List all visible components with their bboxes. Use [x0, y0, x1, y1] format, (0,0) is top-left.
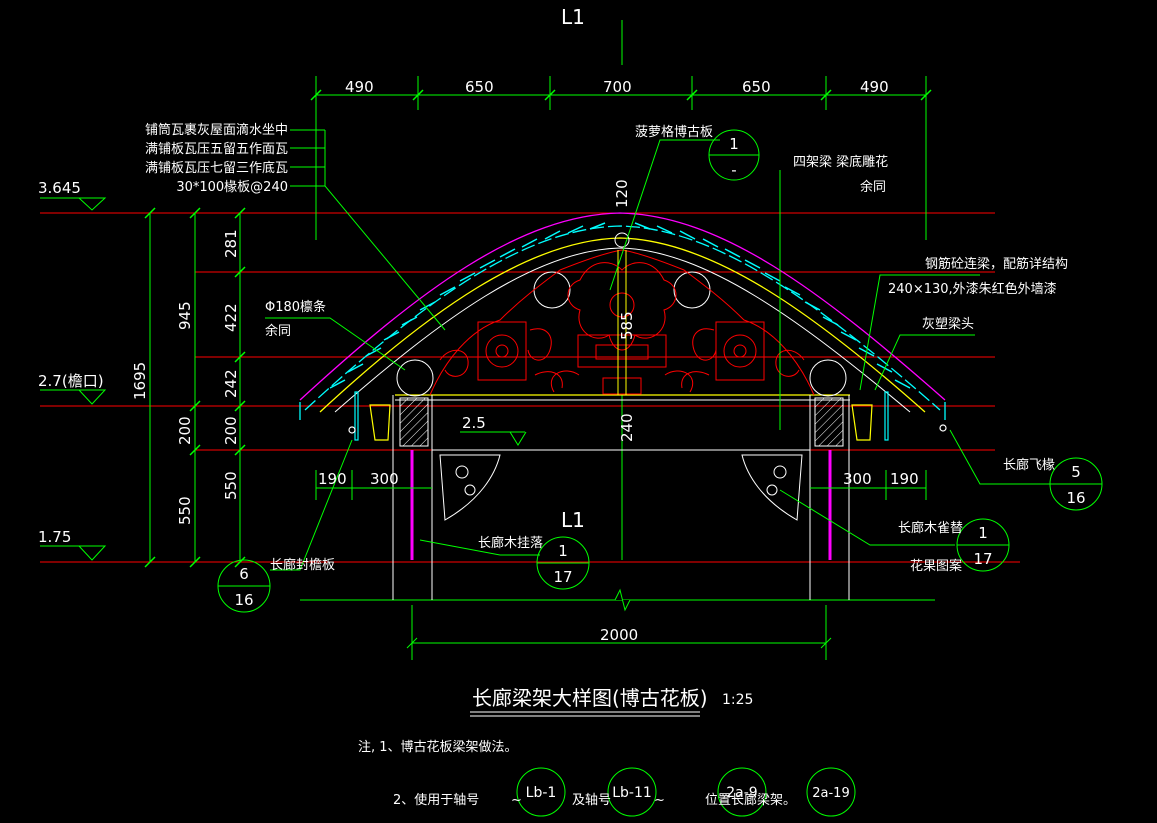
- dim-945: 945: [176, 301, 194, 330]
- leader-lines: [265, 129, 1060, 571]
- ref3-top: 6: [239, 565, 249, 583]
- ref5-top: 1: [978, 524, 988, 542]
- roof-note-1: 铺筒瓦裹灰屋面滴水坐中: [145, 122, 288, 138]
- ref1-top: 1: [729, 135, 739, 153]
- drawing-title: 长廊梁架大样图(博古花板): [472, 686, 708, 710]
- label-fengyan: 长廊封檐板: [270, 557, 335, 573]
- dim-281: 281: [222, 229, 240, 258]
- label-guaxuo: 长廊木挂落: [478, 535, 543, 551]
- axis-bubble-3: 2a-9: [726, 785, 757, 801]
- side-dim-left-a: 190: [318, 470, 347, 488]
- label-huisu: 灰塑梁头: [922, 317, 974, 332]
- note-tilde-1: ~: [511, 793, 522, 808]
- label-gangjin-2: 240×130,外漆朱红色外墙漆: [888, 281, 1057, 297]
- label-sijialiang: 四架梁 梁底雕花: [793, 154, 888, 170]
- ref1-bottom: -: [731, 161, 736, 179]
- top-dim-4: 650: [742, 78, 771, 96]
- axis-bubble-1: Lb-1: [526, 785, 557, 801]
- king-post: [617, 250, 627, 395]
- axis-bubble-2: Lb-11: [612, 785, 652, 801]
- side-dims: [315, 470, 927, 660]
- dim-1695: 1695: [131, 362, 149, 400]
- center-dim-120: 120: [613, 179, 631, 208]
- ref4-top: 1: [558, 542, 568, 560]
- level-eave: 2.7(檐口): [38, 372, 104, 390]
- note-1: 注, 1、博古花板梁架做法。: [358, 739, 518, 755]
- drawing-scale: 1:25: [722, 692, 753, 708]
- dim-422: 422: [222, 303, 240, 332]
- dim-242: 242: [222, 369, 240, 398]
- side-dim-right-b: 190: [890, 470, 919, 488]
- dim-550-a: 550: [176, 496, 194, 525]
- title-underline: [470, 711, 700, 717]
- level-markers: [40, 197, 107, 561]
- side-dim-right-a: 300: [843, 470, 872, 488]
- boguban-ornament: [429, 249, 815, 396]
- label-gangjin-1: 钢筋砼连梁，配筋详结构: [925, 256, 1068, 272]
- top-dim-ticks: [310, 89, 932, 101]
- label-queti: 长廊木雀替: [898, 520, 963, 536]
- top-dim-3: 700: [603, 78, 632, 96]
- center-dim-585: 585: [618, 311, 636, 340]
- note-2c: 位置长廊梁架。: [705, 792, 796, 808]
- roof-note-2: 满铺板瓦压五留五作面瓦: [145, 142, 288, 157]
- top-dim-2: 650: [465, 78, 494, 96]
- bottom-dim-2000: 2000: [600, 626, 638, 644]
- eave-ends: [348, 391, 947, 441]
- axis-bubble-4: 2a-19: [812, 786, 849, 801]
- label-yutong-2: 余同: [265, 323, 291, 339]
- label-dim-2-5: 2.5: [462, 414, 486, 432]
- axis-label-top: L1: [561, 5, 585, 29]
- dim-200-b: 200: [222, 416, 240, 445]
- left-dim-ticks: [144, 207, 246, 568]
- ref2-bottom: 16: [1066, 489, 1085, 507]
- note-2b: 及轴号: [572, 793, 611, 808]
- label-purlin: Φ180檩条: [265, 299, 326, 315]
- dim-550-b: 550: [222, 471, 240, 500]
- axis-label-middle: L1: [561, 508, 585, 532]
- note-tilde-2: ~: [654, 793, 665, 808]
- label-feichuan: 长廊飞椽: [1003, 457, 1055, 473]
- roof-note-4: 30*100椽板@240: [176, 180, 288, 195]
- roof: [299, 212, 946, 420]
- side-dim-left-b: 300: [370, 470, 399, 488]
- ref3-bottom: 16: [234, 591, 253, 609]
- wood-brackets: [439, 454, 803, 521]
- note-2a: 2、使用于轴号: [393, 792, 479, 808]
- level-base: 1.75: [38, 528, 71, 546]
- top-dim-1: 490: [345, 78, 374, 96]
- columns: [392, 395, 850, 600]
- ref2-top: 5: [1071, 463, 1081, 481]
- label-yutong-1: 余同: [860, 179, 886, 195]
- label-boguban: 菠萝格博古板: [635, 124, 713, 140]
- ref4-bottom: 17: [553, 568, 572, 586]
- ref-bubbles: [217, 129, 1103, 817]
- label-huaguo: 花果图案: [910, 558, 962, 574]
- center-dim-240: 240: [618, 413, 636, 442]
- level-ridge: 3.645: [38, 179, 81, 197]
- top-dim-5: 490: [860, 78, 889, 96]
- dim-200-a: 200: [176, 416, 194, 445]
- roof-note-3: 满铺板瓦压七留三作底瓦: [145, 160, 288, 176]
- ref5-bottom: 17: [973, 550, 992, 568]
